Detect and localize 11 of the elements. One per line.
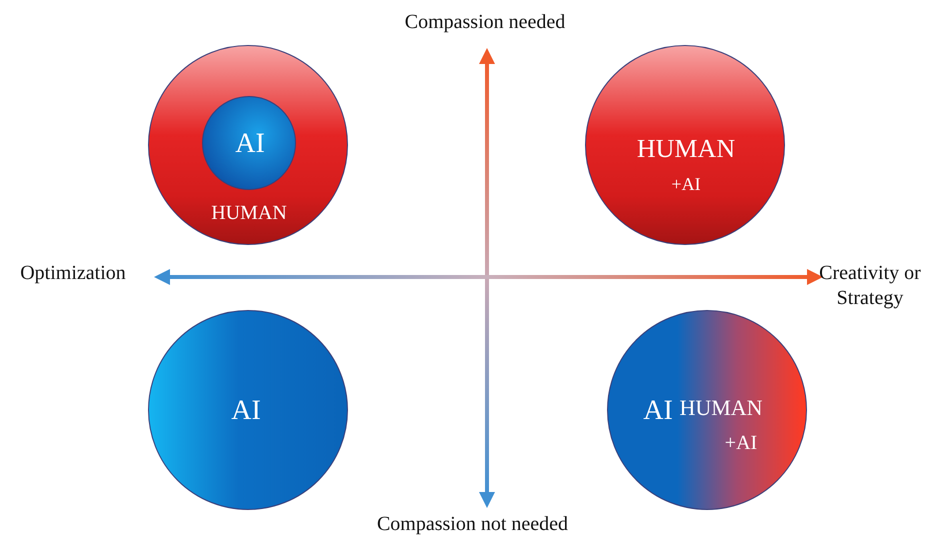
circle-label: HUMAN [211, 203, 287, 223]
circle-label: +AI [724, 433, 758, 453]
circle-label: AI [231, 397, 261, 425]
axis-label: Creativity or Strategy [818, 261, 922, 311]
axis-label: Compassion needed [404, 10, 566, 35]
axis-label: Optimization [19, 261, 127, 286]
circle-label: AI [643, 397, 673, 425]
circle-label: +AI [671, 175, 701, 193]
circle-label: HUMAN [636, 136, 736, 162]
axis-label: Compassion not needed [376, 512, 570, 537]
circle-label: AI [235, 130, 265, 158]
